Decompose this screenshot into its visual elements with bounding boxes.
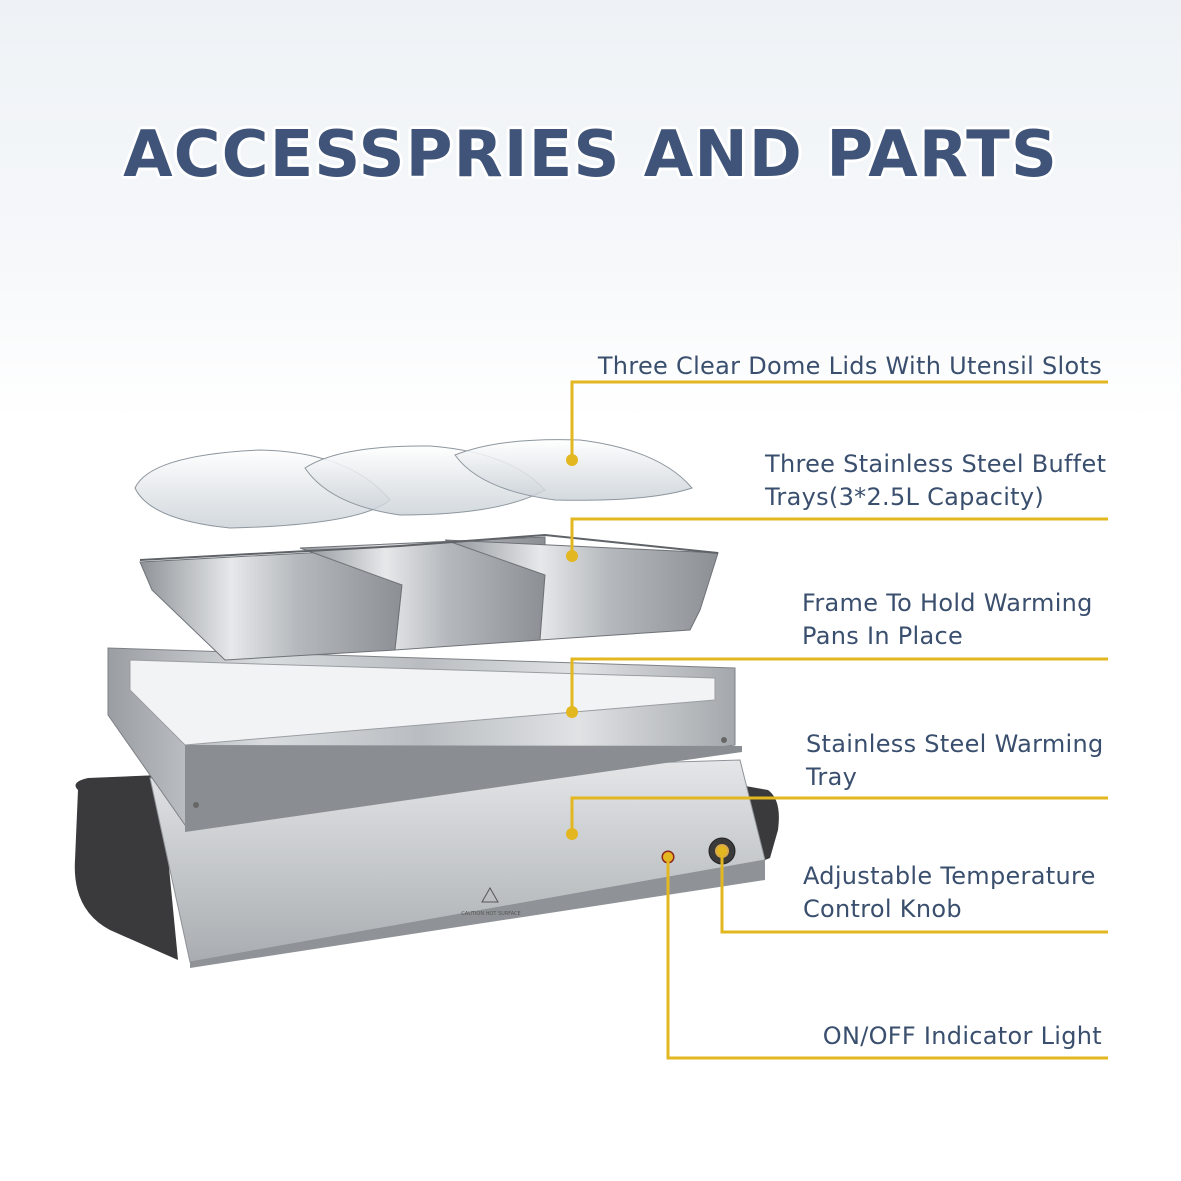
label-dome-lids: Three Clear Dome Lids With Utensil Slots [597, 352, 1102, 380]
callout-dots [566, 454, 727, 862]
caution-marking: CAUTION HOT SURFACE [461, 911, 520, 917]
label-temperature-knob: Adjustable Temperature Control Knob [803, 862, 1096, 923]
label-buffet-trays: Three Stainless Steel Buffet Trays(3*2.5… [765, 450, 1107, 511]
page-title: ACCESSPRIES AND PARTS [123, 118, 1058, 192]
dome-lids [134, 439, 693, 529]
callout-lines [570, 380, 1108, 1060]
label-frame: Frame To Hold Warming Pans In Place [802, 589, 1093, 650]
pan-frame [107, 647, 742, 832]
label-warming-tray: Stainless Steel Warming Tray [806, 730, 1104, 791]
label-indicator-light: ON/OFF Indicator Light [822, 1022, 1102, 1050]
steel-pans [139, 533, 719, 661]
